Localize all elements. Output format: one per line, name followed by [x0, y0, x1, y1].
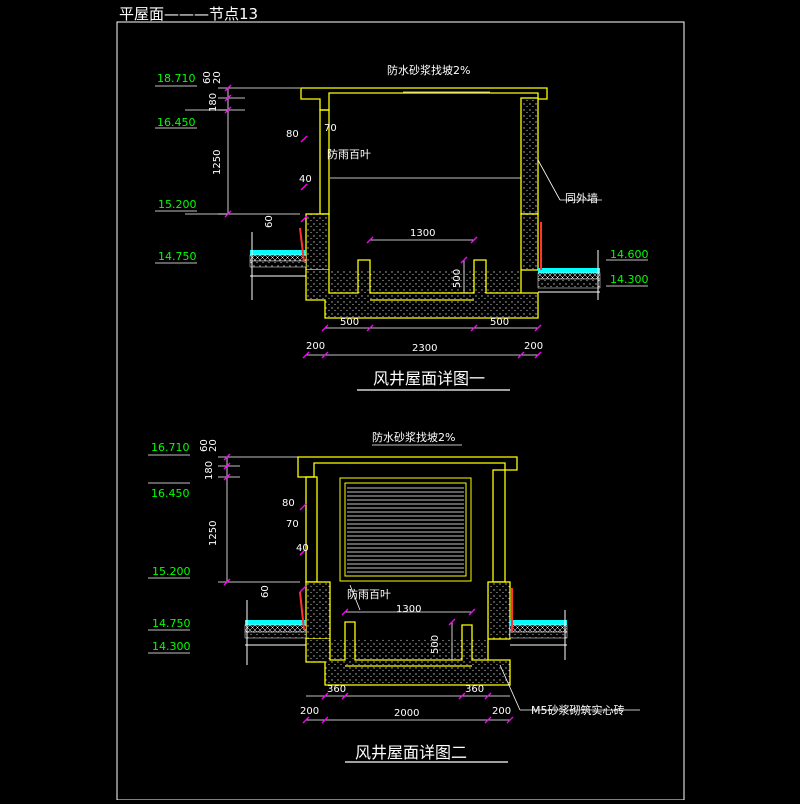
d2-note-brick: M5砂浆砌筑实心砖 — [531, 703, 625, 717]
d1-dim-1300: 1300 — [410, 228, 435, 239]
d2-dim-60b: 60 — [260, 585, 271, 598]
d1-dimensions — [185, 87, 602, 391]
d1-dim-1250: 1250 — [212, 150, 223, 175]
d2-dim-60: 60 — [199, 439, 210, 452]
d1-dim-20: 20 — [212, 71, 223, 84]
d1-level-14600: 14.600 — [610, 248, 649, 261]
d2-dim-180: 180 — [204, 461, 215, 480]
d1-dim-500l: 500 — [340, 317, 359, 328]
d1-level-15200: 15.200 — [158, 198, 197, 211]
d2-dim-2000: 2000 — [394, 708, 419, 719]
d1-dim-500r: 500 — [490, 317, 509, 328]
d1-dim-200l: 200 — [306, 341, 325, 352]
d2-right-parapet — [487, 581, 511, 640]
detail-2 — [297, 456, 518, 686]
detail-1 — [300, 87, 548, 319]
d1-note-top: 防水砂浆找坡2% — [387, 63, 470, 77]
d2-level-14750: 14.750 — [152, 617, 191, 630]
d1-dim-500h: 500 — [452, 269, 463, 288]
d2-dim-40: 40 — [296, 543, 309, 554]
d2-caption: 风井屋面详图二 — [355, 743, 467, 762]
d2-dim-200r: 200 — [492, 706, 511, 717]
d1-level-18710: 18.710 — [157, 72, 196, 85]
d2-dim-ticks — [223, 453, 514, 724]
d2-louver — [339, 477, 472, 582]
d2-dim-200l: 200 — [300, 706, 319, 717]
d1-level-14750: 14.750 — [158, 250, 197, 263]
d2-dim-360l: 360 — [327, 684, 346, 695]
d1-base-inner — [328, 259, 521, 294]
d2-dim-500h: 500 — [430, 635, 441, 654]
d1-roof-layers — [249, 222, 601, 300]
d1-dim-ticks — [224, 84, 542, 359]
d2-dim-360r: 360 — [465, 684, 484, 695]
d2-level-16710: 16.710 — [151, 441, 190, 454]
d1-dim-60: 60 — [202, 71, 213, 84]
d1-level-lines — [155, 85, 648, 287]
d2-dim-80: 80 — [282, 498, 295, 509]
d2-left-wall — [305, 476, 318, 583]
d1-dim-40: 40 — [299, 174, 312, 185]
d2-roof-layers — [244, 588, 568, 665]
d2-coping — [297, 456, 518, 478]
d2-dim-70: 70 — [286, 519, 299, 530]
d2-dim-1250: 1250 — [208, 521, 219, 546]
d2-left-parapet — [305, 581, 331, 640]
drawing-title: 平屋面———节点13 — [119, 5, 258, 23]
d2-dim-1300: 1300 — [396, 604, 421, 615]
d2-level-15200: 15.200 — [152, 565, 191, 578]
d1-right-parapet — [520, 213, 539, 271]
d2-base — [305, 639, 511, 686]
d2-base-inner — [329, 621, 488, 661]
d1-dim-2300: 2300 — [412, 343, 437, 354]
d1-note-wall: 同外墙 — [565, 191, 598, 205]
d1-caption: 风井屋面详图一 — [373, 369, 485, 388]
d1-coping — [300, 87, 548, 111]
d1-left-parapet — [305, 213, 330, 271]
d1-dim-80: 80 — [286, 129, 299, 140]
d2-note-top: 防水砂浆找坡2% — [372, 430, 455, 444]
d2-level-16450: 16.450 — [151, 487, 190, 500]
d1-base — [305, 270, 539, 319]
d1-dim-60b: 60 — [264, 215, 275, 228]
d2-level-lines — [148, 454, 190, 654]
d2-note-louver: 防雨百叶 — [347, 587, 391, 601]
d2-louver-slats — [347, 487, 464, 573]
d1-level-14300: 14.300 — [610, 273, 649, 286]
d1-texts: 防水砂浆找坡2% 防雨百叶 同外墙 风井屋面详图一 18.710 16.450 … — [157, 63, 649, 388]
d1-right-wall — [520, 97, 539, 215]
d2-dim-20: 20 — [208, 439, 219, 452]
d1-dim-180: 180 — [208, 93, 219, 112]
d1-dim-200r: 200 — [524, 341, 543, 352]
d1-dim-70: 70 — [324, 123, 337, 134]
d1-note-louver: 防雨百叶 — [327, 147, 371, 161]
d2-level-14300: 14.300 — [152, 640, 191, 653]
d2-texts: 防水砂浆找坡2% 防雨百叶 M5砂浆砌筑实心砖 风井屋面详图二 16.710 1… — [151, 430, 625, 762]
d1-level-16450: 16.450 — [157, 116, 196, 129]
d2-right-wall — [492, 469, 506, 583]
